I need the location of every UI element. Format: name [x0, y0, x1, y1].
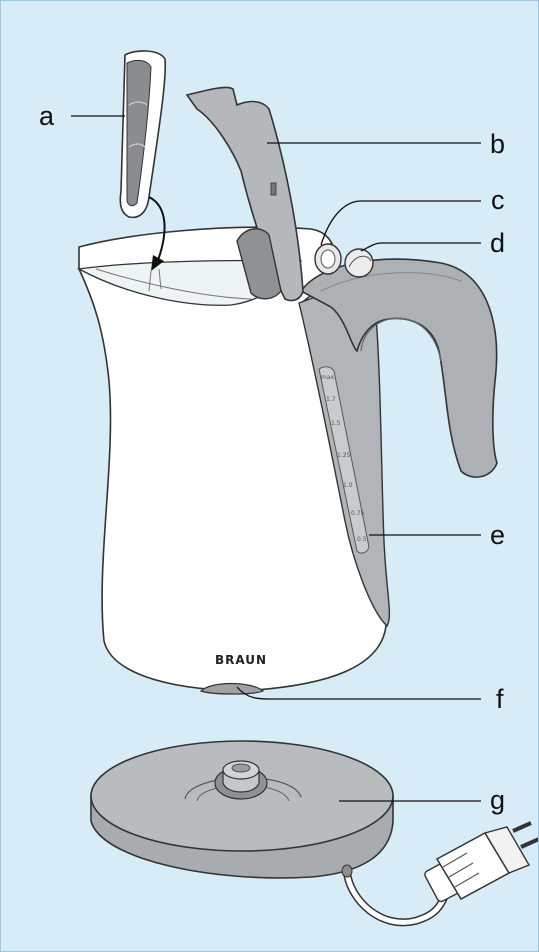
- scale-1-25: 1.25: [337, 452, 351, 459]
- brand-logo: BRAUN: [215, 653, 267, 667]
- label-e: e: [490, 520, 505, 550]
- power-switch: [345, 249, 373, 277]
- power-plug: [423, 823, 539, 903]
- label-c: c: [491, 185, 505, 215]
- scale-1-0: 1.0: [343, 482, 353, 489]
- label-d: d: [490, 228, 505, 258]
- label-g: g: [490, 785, 505, 815]
- scale-1-5: 1.5: [331, 420, 341, 427]
- scale-1-7: 1.7: [326, 396, 336, 403]
- scale-0-75: 0.75: [351, 510, 365, 517]
- label-f: f: [496, 684, 504, 714]
- label-a: a: [39, 101, 55, 131]
- scale-max: max: [321, 374, 335, 381]
- label-b: b: [490, 129, 505, 159]
- scale-0-5: 0.5: [357, 536, 367, 543]
